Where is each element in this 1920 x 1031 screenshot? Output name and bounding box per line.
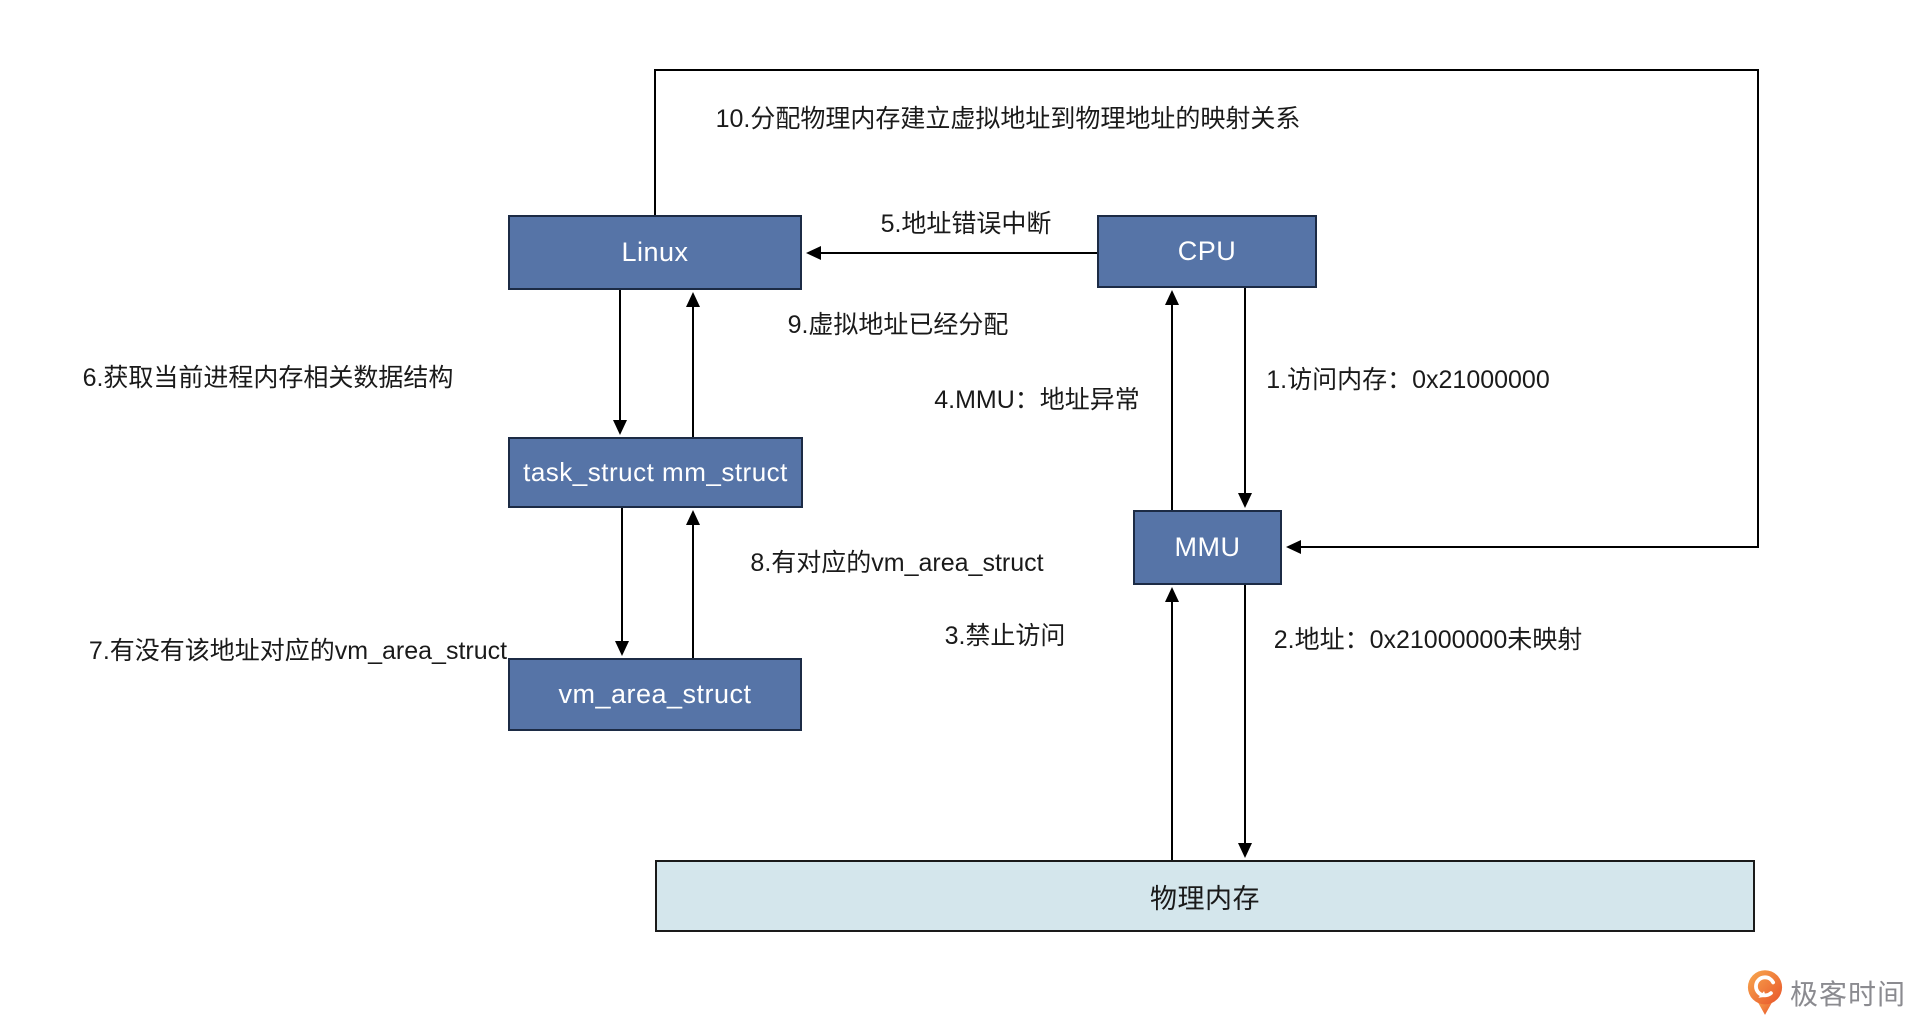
mmu-box: MMU <box>1133 510 1282 585</box>
label-step-10: 10.分配物理内存建立虚拟地址到物理地址的映射关系 <box>715 105 1301 133</box>
label-step-7: 7.有没有该地址对应的vm_area_struct <box>88 637 508 665</box>
label-step-8: 8.有对应的vm_area_struct <box>750 549 1044 577</box>
geektime-logo-text: 极客时间 <box>1790 979 1907 1010</box>
label-step-9: 9.虚拟地址已经分配 <box>787 311 1009 339</box>
geektime-logo: 极客时间 <box>1746 968 1906 1018</box>
label-step-1: 1.访问内存：0x21000000 <box>1266 366 1550 394</box>
label-step-4: 4.MMU：地址异常 <box>934 386 1140 414</box>
cpu-box: CPU <box>1097 215 1317 288</box>
label-step-2: 2.地址：0x21000000未映射 <box>1273 626 1583 654</box>
geektime-icon <box>1747 970 1783 1015</box>
label-step-6: 6.获取当前进程内存相关数据结构 <box>82 364 454 392</box>
linux-box: Linux <box>508 215 802 290</box>
label-step-3: 3.禁止访问 <box>944 622 1066 650</box>
task-struct-mm-struct-box: task_struct mm_struct <box>508 437 803 508</box>
physical-memory-bar: 物理内存 <box>655 860 1755 932</box>
label-step-5: 5.地址错误中断 <box>880 210 1052 238</box>
arrow-linux-loop-to-mmu <box>654 69 1759 554</box>
vm-area-struct-box: vm_area_struct <box>508 658 802 731</box>
